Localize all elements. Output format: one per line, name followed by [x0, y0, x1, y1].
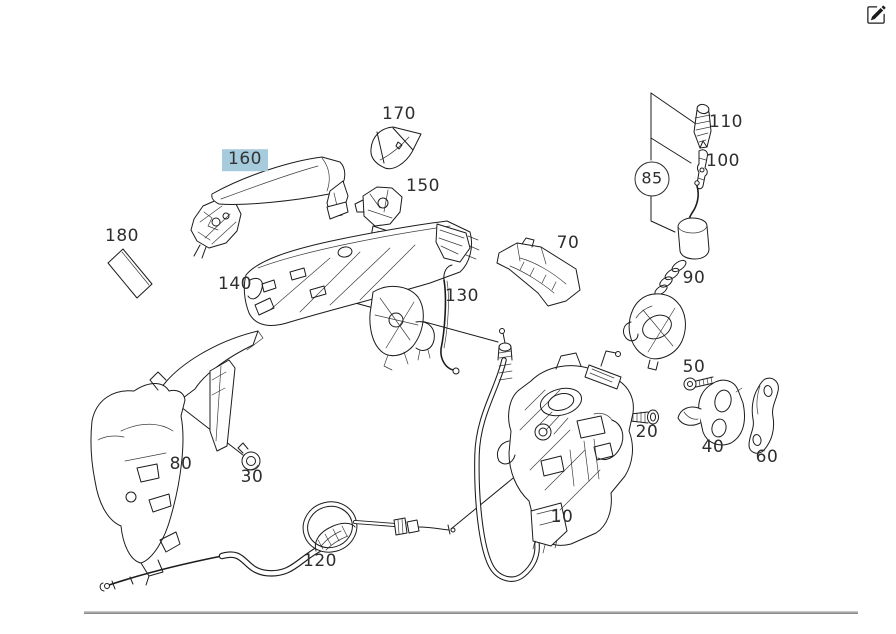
part-callout-120[interactable]: 120 — [303, 551, 337, 572]
part-80-inner-cover-drawing — [90, 330, 264, 586]
part-10-door-lock-drawing — [496, 350, 634, 554]
part-callout-180[interactable]: 180 — [105, 226, 139, 247]
part-callout-40[interactable]: 40 — [701, 437, 725, 458]
part-callout-85[interactable]: 85 — [634, 161, 670, 197]
part-callout-140[interactable]: 140 — [218, 274, 252, 295]
part-160-door-handle-drawing — [190, 156, 349, 259]
part-callout-20[interactable]: 20 — [635, 422, 659, 443]
part-callout-60[interactable]: 60 — [755, 447, 779, 468]
bottom-divider — [84, 611, 858, 615]
part-40-bracket-drawing — [677, 379, 745, 446]
part-callout-70[interactable]: 70 — [556, 233, 580, 254]
part-callout-100[interactable]: 100 — [706, 151, 740, 172]
part-60-gasket-plate-drawing — [748, 377, 779, 454]
part-callout-30[interactable]: 30 — [240, 467, 264, 488]
part-callout-90[interactable]: 90 — [682, 268, 706, 289]
part-70-bracket-drawing — [496, 237, 581, 307]
part-callout-110[interactable]: 110 — [709, 112, 743, 133]
part-170-cover-cap-drawing — [370, 126, 422, 170]
pencil-square-icon[interactable] — [866, 5, 886, 25]
part-callout-170[interactable]: 170 — [382, 104, 416, 125]
lock-cable-drawing — [474, 328, 540, 582]
part-callout-10[interactable]: 10 — [550, 507, 574, 528]
part-callout-150[interactable]: 150 — [406, 176, 440, 197]
part-callout-130[interactable]: 130 — [445, 286, 479, 307]
part-callout-50[interactable]: 50 — [682, 357, 706, 378]
part-110-screw-drawing — [693, 103, 712, 149]
part-140-handle-carrier-drawing — [243, 220, 480, 371]
part-callout-80[interactable]: 80 — [169, 454, 193, 475]
part-callout-160[interactable]: 160 — [222, 149, 268, 171]
part-100-pin-drawing — [696, 149, 708, 190]
part-180-protective-film-drawing — [107, 248, 153, 299]
part-30-grommet-drawing — [237, 442, 261, 471]
part-50-screw-drawing — [683, 376, 715, 391]
part-120-bowden-cable-drawing — [99, 501, 456, 592]
part-130-actuating-rod-drawing — [440, 264, 460, 375]
part-85-leader-lines — [650, 92, 697, 233]
part-90-lock-cylinder-drawing — [623, 180, 710, 371]
